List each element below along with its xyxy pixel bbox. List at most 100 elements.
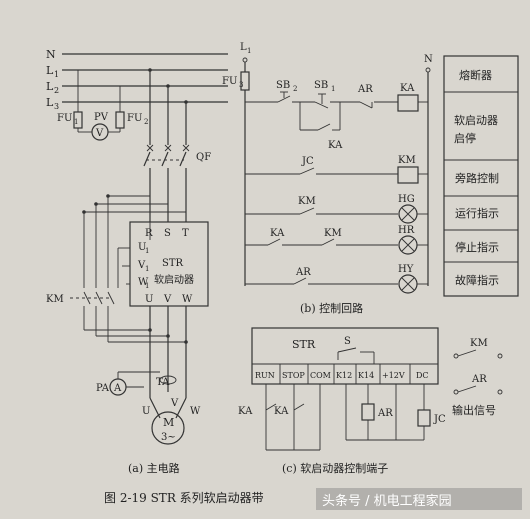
km-row-hr-label: KM: [324, 228, 342, 239]
fu2-sub: 2: [144, 118, 148, 126]
km-coil-label: KM: [398, 155, 416, 166]
pv-label: PV: [94, 112, 109, 123]
output-ar-label: AR: [471, 374, 487, 385]
ammeter-letter: A: [113, 383, 122, 394]
terminal-k12: K12: [336, 371, 352, 380]
output-km-label: KM: [470, 338, 488, 349]
ctrl-l1-label: L: [240, 42, 247, 53]
str-terminal-w1: W: [138, 277, 149, 288]
str-terminal-t: T: [182, 228, 189, 239]
legend-fault-indicator: 故障指示: [455, 273, 499, 287]
str-name: STR: [162, 258, 184, 269]
ta-label: TA: [156, 377, 170, 388]
caption-main-circuit: (a) 主电路: [128, 462, 180, 475]
str-w1-sub: 1: [145, 282, 149, 290]
ka-coil: [397, 94, 419, 112]
motor-v: V: [170, 398, 179, 409]
ar-contact-row1: [359, 101, 373, 109]
bus-l3-sub: 3: [54, 102, 59, 111]
hy-label: HY: [398, 264, 414, 275]
legend-bypass: 旁路控制: [455, 171, 499, 185]
current-transformer: [159, 375, 177, 385]
qf-label: QF: [196, 152, 211, 163]
legend-run-indicator: 运行指示: [455, 206, 499, 220]
output-signals-label: 输出信号: [452, 403, 496, 417]
str-terminal-w: W: [182, 294, 193, 305]
legend-softstart: 软启动器启停: [454, 113, 498, 145]
terminal-stop: STOP: [282, 371, 305, 380]
str-terminal-v1: V: [137, 260, 146, 271]
pa-label: PA: [96, 383, 110, 394]
str-softstarter-label: 软启动器: [154, 273, 194, 286]
str-terminal-v: V: [163, 294, 172, 305]
caption-control-circuit: (b) 控制回路: [300, 301, 363, 315]
km-bypass-contacts: [70, 291, 115, 342]
control-circuit: L 1 N FU 3 SB: [222, 42, 433, 315]
terminal-com: COM: [310, 371, 331, 380]
fu2-label: FU: [127, 113, 142, 124]
bus-l1-sub: 1: [54, 70, 59, 79]
ar-relay-coil: [361, 403, 375, 421]
fu1-sub: 1: [74, 118, 78, 126]
str-terminal-u: U: [145, 294, 153, 305]
ctrl-n-label: N: [424, 54, 433, 65]
terminal-12v: +12V: [382, 371, 405, 380]
sb1-button: [314, 93, 329, 109]
sb2-label: SB: [276, 80, 290, 91]
bus-l3-label: L: [46, 96, 54, 109]
fu3-sub: 3: [239, 81, 243, 89]
output-signals: KM AR 输出信号: [452, 338, 503, 417]
bus-l1-label: L: [46, 64, 54, 77]
km-contact-label: KM: [298, 196, 316, 207]
ka-coil-label: KA: [400, 83, 415, 94]
str-terminal-u1: U: [138, 242, 146, 253]
motor-phase: 3~: [161, 432, 176, 443]
terminal-ka2-label: KA: [274, 406, 289, 417]
motor-symbol: [151, 411, 185, 445]
hy-lamp: [398, 274, 418, 294]
ar-label-row1: AR: [357, 84, 373, 95]
watermark-backdrop: [316, 488, 522, 510]
ka-hold-label: KA: [328, 140, 343, 151]
motor-w: W: [190, 406, 201, 417]
voltmeter-symbol: [91, 123, 109, 141]
km-coil: [397, 166, 419, 184]
legend-fuse: 熔断器: [459, 68, 492, 82]
qf-breaker: [143, 144, 190, 222]
legend-stop-indicator: 停止指示: [455, 240, 499, 254]
fu2-fuse: [115, 111, 125, 129]
sb1-label: SB: [314, 80, 328, 91]
str-terminal-s: S: [164, 228, 171, 239]
ctrl-l1-sub: 1: [247, 47, 251, 55]
terminal-block: STR S RUN STOP COM K12 K14 +12V DC KA KA: [238, 327, 446, 475]
terminal-s-label: S: [344, 336, 351, 347]
bus-l2-sub: 2: [54, 86, 59, 95]
bus-l2-label: L: [46, 80, 54, 93]
ar-row-hy-label: AR: [295, 267, 311, 278]
hg-lamp: [398, 204, 418, 224]
str-v1-sub: 1: [145, 265, 149, 273]
terminal-jc-label: JC: [433, 414, 446, 425]
hr-label: HR: [398, 225, 415, 236]
hr-lamp: [398, 235, 418, 255]
motor-u: U: [142, 406, 150, 417]
terminal-ka1-label: KA: [238, 406, 253, 417]
terminal-dc: DC: [416, 371, 429, 380]
main-circuit: N L 1 L 2 L 3 V FU 1 PV FU 2: [46, 48, 228, 475]
str-u1-sub: 1: [145, 247, 149, 255]
bus-n-label: N: [46, 48, 56, 61]
caption-terminal-block: (c) 软启动器控制端子: [282, 461, 388, 475]
figure-caption: 图 2-19 STR 系列软启动器带: [104, 491, 264, 505]
terminal-ar-label: AR: [377, 408, 393, 419]
str-terminal-box: [251, 327, 439, 385]
jc-relay-coil: [417, 409, 431, 427]
fu3-label: FU: [222, 76, 237, 87]
sb1-sub: 1: [331, 85, 335, 93]
fu1-label: FU: [57, 113, 72, 124]
terminal-run: RUN: [255, 371, 275, 380]
hg-label: HG: [398, 194, 415, 205]
str-terminal-r: R: [145, 228, 153, 239]
terminal-str-label: STR: [292, 338, 316, 351]
